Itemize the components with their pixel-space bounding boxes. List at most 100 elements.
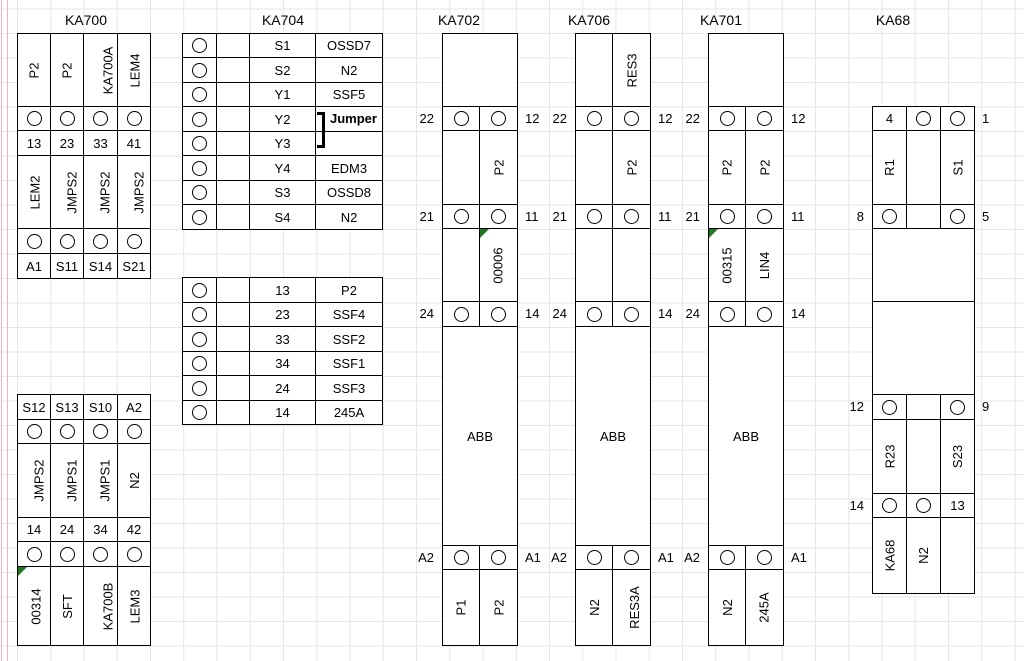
terminal-number[interactable]: 22 xyxy=(685,110,700,126)
terminal-cell[interactable] xyxy=(182,326,217,352)
terminal-cell[interactable] xyxy=(940,394,975,420)
terminal-cell[interactable] xyxy=(745,204,784,229)
tag-cell[interactable]: JMPS2 xyxy=(117,155,151,229)
jumper-label[interactable]: Jumper xyxy=(330,110,377,126)
terminal-cell[interactable] xyxy=(872,204,907,229)
terminal-cell[interactable] xyxy=(182,106,217,132)
terminal-cell[interactable] xyxy=(442,106,480,131)
tag-cell[interactable]: SSF2 xyxy=(315,326,383,352)
pin-cell[interactable]: S2 xyxy=(249,57,316,83)
terminal-cell[interactable] xyxy=(708,301,746,327)
terminal-number[interactable]: 11 xyxy=(791,208,805,224)
tag-cell[interactable]: LEM3 xyxy=(117,566,151,646)
pin-cell[interactable]: S1 xyxy=(249,33,316,58)
empty-cell[interactable] xyxy=(612,228,651,302)
terminal-cell[interactable] xyxy=(182,155,217,181)
terminal-number[interactable]: 14 xyxy=(658,305,673,321)
empty-cell[interactable] xyxy=(216,277,250,303)
tag-cell-with-note[interactable]: 00315 xyxy=(708,228,746,302)
tag-cell[interactable]: SSF3 xyxy=(315,375,383,401)
empty-cell[interactable] xyxy=(872,301,975,395)
pin-cell[interactable]: 24 xyxy=(249,375,316,401)
terminal-number[interactable]: 24 xyxy=(685,305,700,321)
block-title-ka700[interactable]: KA700 xyxy=(64,12,108,28)
empty-cell[interactable] xyxy=(442,130,480,205)
terminal-cell[interactable] xyxy=(182,131,217,156)
empty-cell[interactable] xyxy=(216,106,250,132)
block-title-ka701[interactable]: KA701 xyxy=(699,12,743,28)
pin-cell[interactable]: 13 xyxy=(940,493,975,518)
pin-cell[interactable]: 41 xyxy=(117,130,151,156)
tag-cell[interactable]: RES3 xyxy=(612,33,651,107)
tag-cell[interactable]: JMPS2 xyxy=(17,443,51,518)
empty-cell[interactable] xyxy=(575,33,613,107)
pin-cell[interactable]: Y3 xyxy=(249,131,316,156)
pin-cell[interactable]: S21 xyxy=(117,253,151,279)
empty-cell[interactable] xyxy=(708,33,784,107)
tag-cell[interactable]: KA700A xyxy=(83,33,118,107)
jumper-bracket[interactable] xyxy=(317,112,325,148)
terminal-number[interactable]: 21 xyxy=(685,208,700,224)
tag-cell[interactable]: R1 xyxy=(872,130,907,205)
terminal-number[interactable]: 14 xyxy=(791,305,806,321)
terminal-cell[interactable] xyxy=(83,106,118,131)
pin-cell[interactable]: 13 xyxy=(249,277,316,303)
terminal-cell[interactable] xyxy=(708,545,746,570)
tag-cell[interactable]: S1 xyxy=(940,130,975,205)
tag-cell[interactable]: 245A xyxy=(315,400,383,425)
empty-cell[interactable] xyxy=(216,180,250,205)
pin-cell[interactable]: 13 xyxy=(17,130,51,156)
block-title-ka704[interactable]: KA704 xyxy=(261,12,305,28)
empty-cell[interactable] xyxy=(906,394,941,420)
terminal-number[interactable]: 21 xyxy=(552,208,567,224)
pin-cell[interactable]: Y2 xyxy=(249,106,316,132)
terminal-cell[interactable] xyxy=(708,204,746,229)
terminal-cell[interactable] xyxy=(940,106,975,131)
terminal-number[interactable]: 9 xyxy=(982,398,990,414)
terminal-cell[interactable] xyxy=(575,204,613,229)
tag-cell[interactable]: P2 xyxy=(50,33,84,107)
tag-cell[interactable]: P2 xyxy=(479,130,518,205)
terminal-cell[interactable] xyxy=(182,277,217,303)
pin-cell[interactable]: S13 xyxy=(50,394,84,420)
pin-cell[interactable]: 4 xyxy=(872,106,907,131)
terminal-number[interactable]: 11 xyxy=(525,208,539,224)
empty-cell[interactable] xyxy=(216,33,250,58)
terminal-number[interactable]: 22 xyxy=(552,110,567,126)
terminal-cell[interactable] xyxy=(708,106,746,131)
terminal-number[interactable]: 14 xyxy=(849,497,864,513)
pin-cell[interactable]: 23 xyxy=(249,302,316,327)
terminal-cell[interactable] xyxy=(872,394,907,420)
tag-cell[interactable]: P1 xyxy=(442,569,480,646)
tag-cell[interactable]: N2 xyxy=(117,443,151,518)
tag-cell[interactable]: R23 xyxy=(872,419,907,494)
tag-cell[interactable]: S23 xyxy=(940,419,975,494)
terminal-cell[interactable] xyxy=(17,419,51,444)
terminal-cell[interactable] xyxy=(182,82,217,107)
empty-cell[interactable] xyxy=(216,302,250,327)
empty-cell[interactable] xyxy=(216,57,250,83)
terminal-number[interactable]: A1 xyxy=(658,549,674,565)
tag-cell[interactable]: N2 xyxy=(906,517,941,594)
empty-cell[interactable] xyxy=(906,204,941,229)
tag-cell[interactable]: P2 xyxy=(315,277,383,303)
tag-cell[interactable]: JMPS2 xyxy=(83,155,118,229)
terminal-cell[interactable] xyxy=(442,301,480,327)
tag-cell[interactable]: P2 xyxy=(612,130,651,205)
terminal-cell[interactable] xyxy=(442,204,480,229)
tag-cell[interactable]: N2 xyxy=(575,569,613,646)
terminal-number[interactable]: A2 xyxy=(418,549,434,565)
pin-cell[interactable]: S3 xyxy=(249,180,316,205)
pin-cell[interactable]: S11 xyxy=(50,253,84,279)
terminal-cell[interactable] xyxy=(612,106,651,131)
tag-cell[interactable]: KA68 xyxy=(872,517,907,594)
empty-cell[interactable] xyxy=(216,204,250,230)
empty-cell[interactable] xyxy=(216,351,250,376)
terminal-number[interactable]: 1 xyxy=(982,110,990,126)
terminal-number[interactable]: A2 xyxy=(551,549,567,565)
empty-cell[interactable] xyxy=(872,228,975,302)
terminal-number[interactable]: A1 xyxy=(791,549,807,565)
terminal-number[interactable]: 24 xyxy=(419,305,434,321)
tag-cell[interactable]: SFT xyxy=(50,566,84,646)
tag-cell[interactable]: 245A xyxy=(745,569,784,646)
